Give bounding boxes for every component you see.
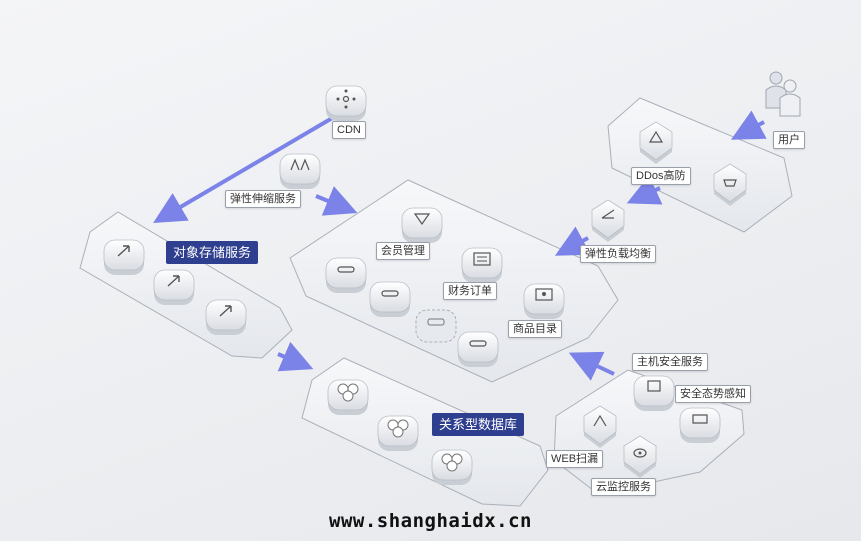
situational-awareness-icon [679, 407, 721, 444]
arrow-security-to-app [568, 351, 615, 381]
web-scan-label: WEB扫漏 [546, 450, 604, 468]
firewall-shield-icon [713, 163, 747, 207]
web-scan-shield-icon [583, 405, 617, 449]
member-mgmt-label: 会员管理 [376, 242, 430, 260]
ddos-label: DDos高防 [631, 167, 691, 185]
arrow-lb-to-app [554, 226, 591, 256]
user-label: 用户 [773, 131, 805, 149]
object-storage-header: 对象存储服务 [166, 241, 259, 264]
arrow-cdn-to-storage [153, 115, 336, 224]
relational-db-header: 关系型数据库 [432, 413, 525, 436]
product-catalog-icon [523, 283, 565, 320]
storage-icon [103, 239, 145, 276]
ddos-platform [607, 97, 793, 233]
load-balancer-label: 弹性负载均衡 [580, 245, 656, 263]
server-icon [457, 331, 499, 368]
ddos-shield-icon [639, 121, 673, 165]
user-icon [765, 71, 801, 117]
arrow-autoscale-to-app [315, 186, 358, 216]
situational-awareness-label: 安全态势感知 [675, 385, 751, 403]
load-balancer-shield-icon [591, 199, 625, 243]
cloud-monitor-label: 云监控服务 [591, 478, 656, 496]
cloud-monitor-shield-icon [623, 435, 657, 479]
autoscale-icon [279, 153, 321, 190]
watermark-url: www.shanghaidx.cn [329, 510, 532, 532]
product-catalog-label: 商品目录 [508, 320, 562, 338]
arrow-user-to-ddos [730, 110, 767, 140]
host-security-icon [633, 375, 675, 412]
member-mgmt-icon [401, 207, 443, 244]
placeholder-dashed-icon [415, 309, 457, 343]
cdn-label: CDN [332, 121, 366, 139]
host-security-label: 主机安全服务 [632, 353, 708, 371]
server-icon [325, 257, 367, 294]
storage-icon [205, 299, 247, 336]
finance-orders-icon [461, 247, 503, 284]
arrow-storage-to-db [277, 341, 314, 372]
autoscale-label: 弹性伸缩服务 [225, 190, 301, 208]
database-icon [327, 379, 369, 416]
storage-icon [153, 269, 195, 306]
finance-orders-label: 财务订单 [443, 282, 497, 300]
arrow-ddos-to-lb [626, 175, 663, 205]
server-icon [369, 281, 411, 318]
cdn-icon [325, 85, 367, 122]
database-icon [431, 449, 473, 486]
database-icon [377, 415, 419, 452]
